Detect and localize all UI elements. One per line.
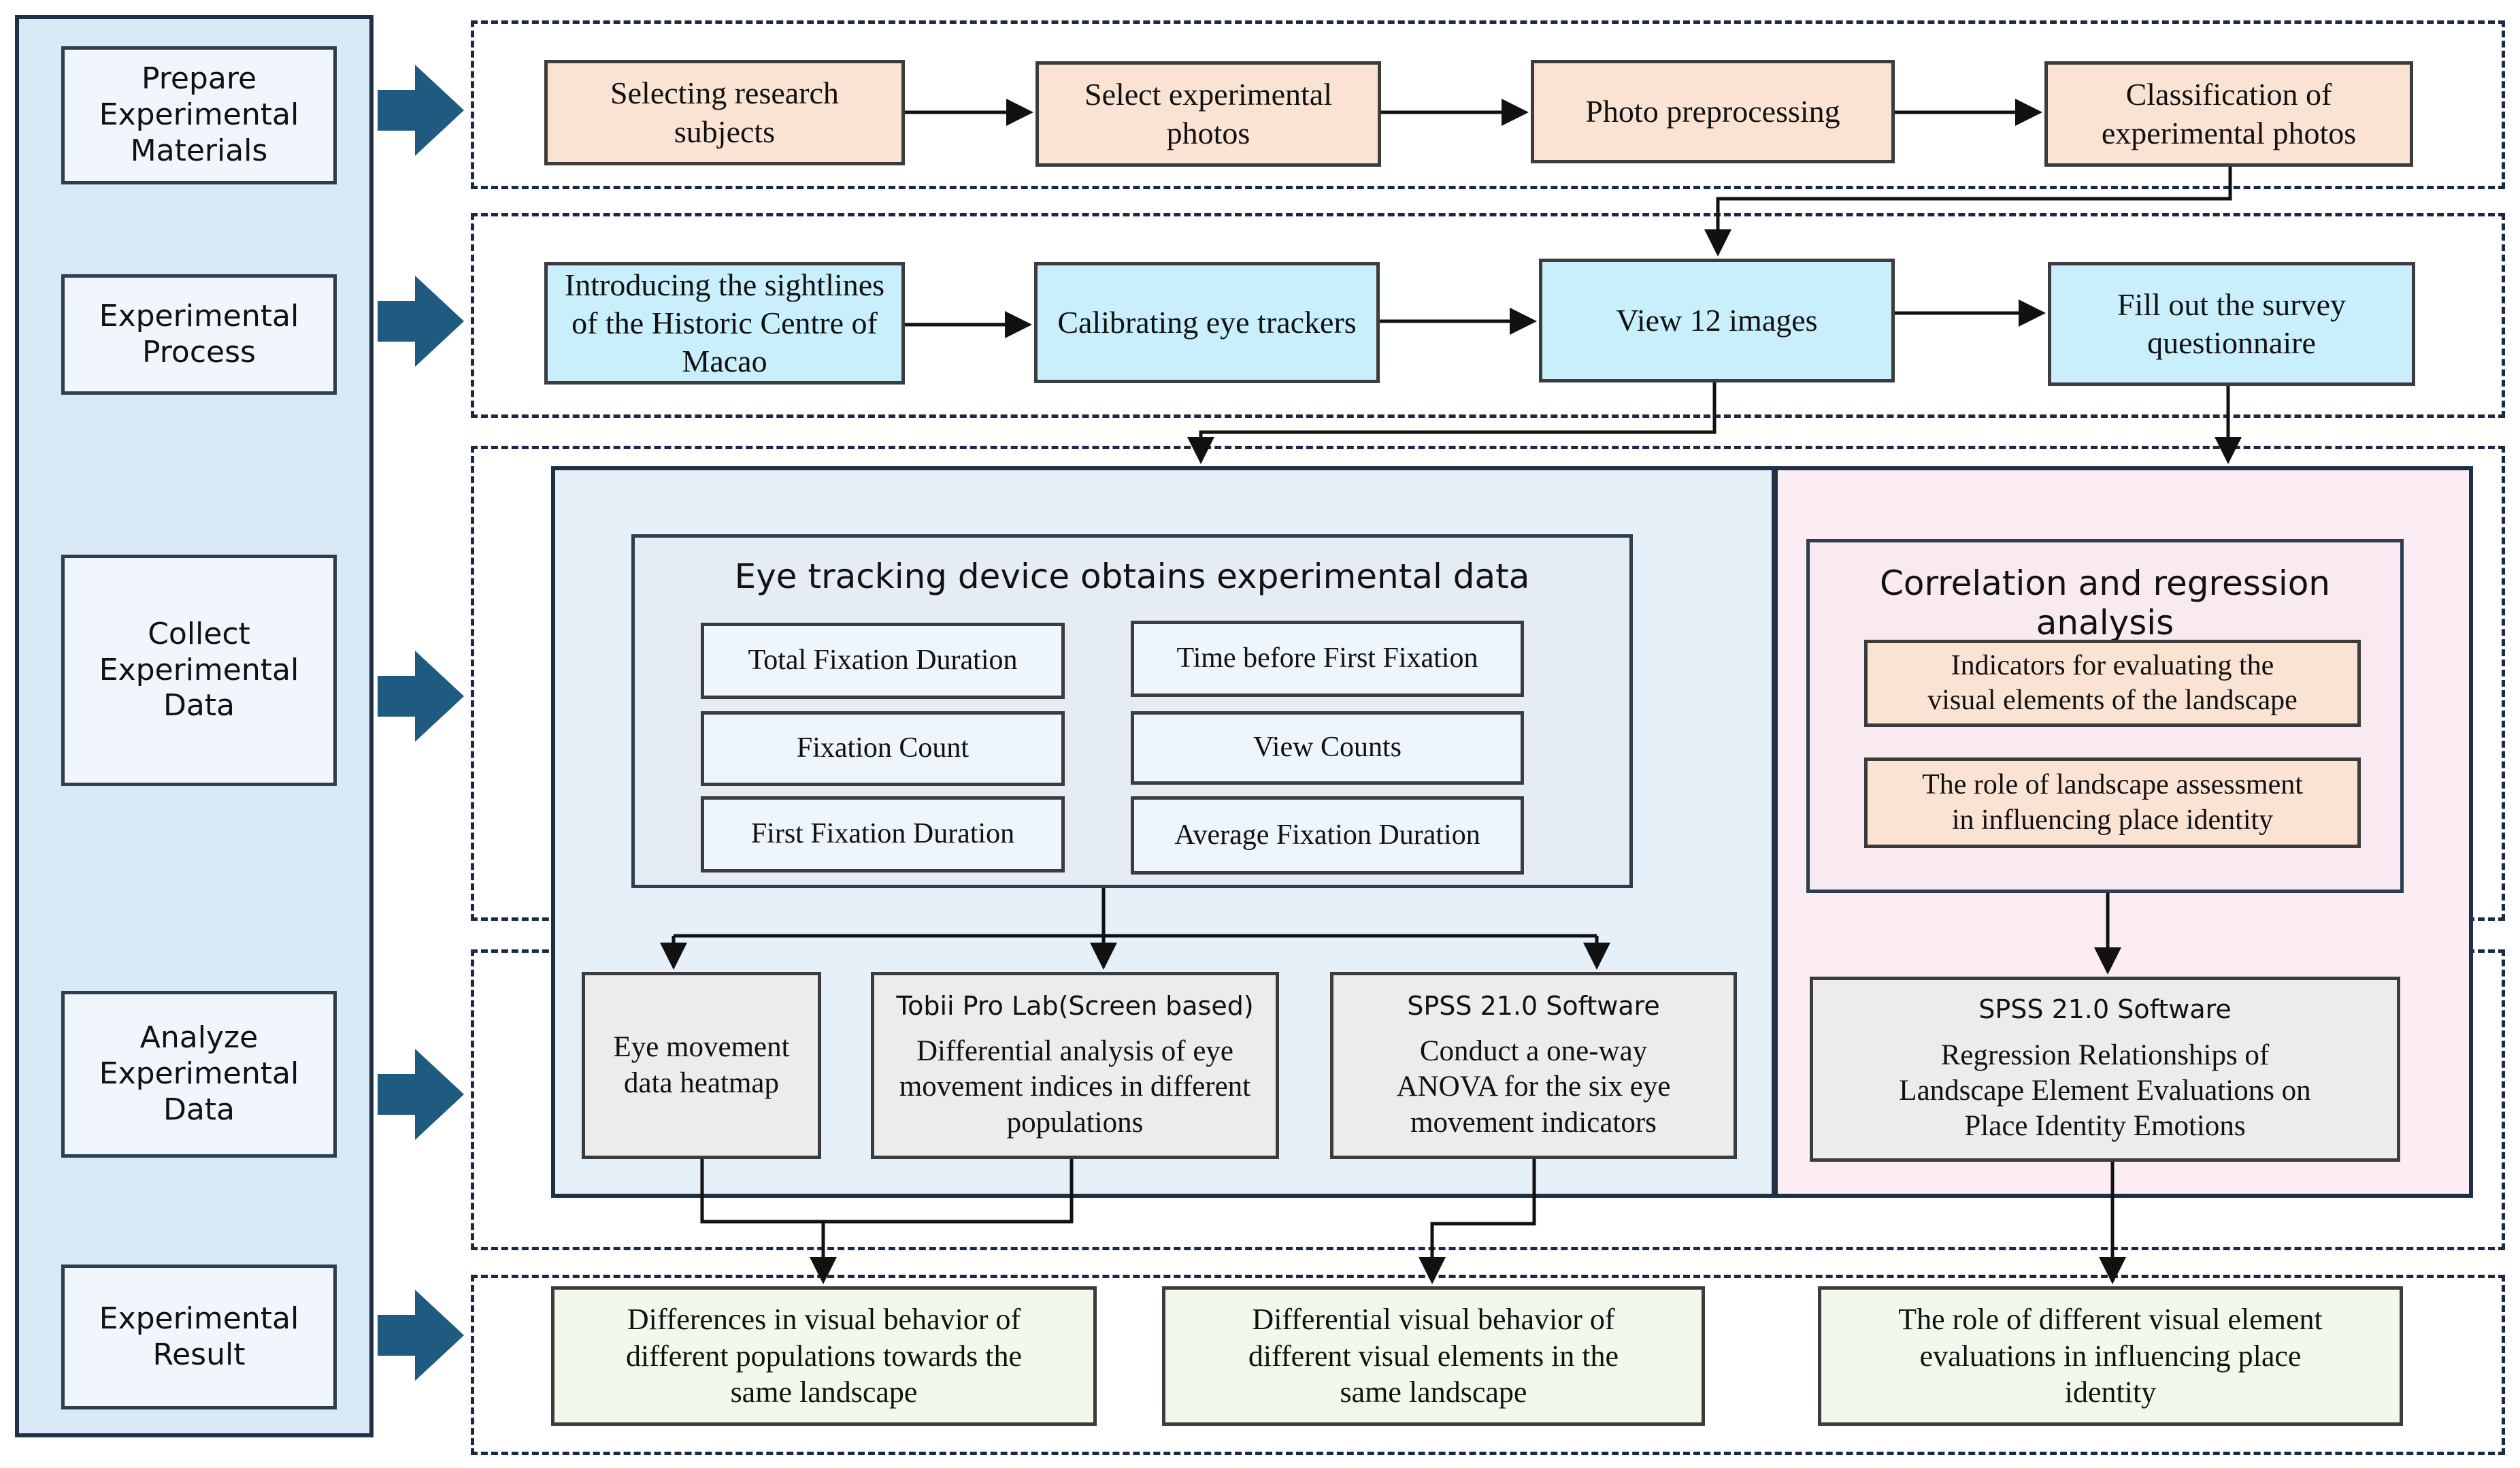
indicator-total-fixation-duration: Total Fixation Duration	[701, 623, 1065, 699]
selecting-research-subjects-box: Selecting research subjects	[544, 60, 905, 165]
block-arrow-analyze	[378, 1049, 464, 1140]
section-frame-prepare	[471, 20, 2505, 189]
block-arrow-prepare	[378, 65, 464, 156]
eye-movement-heatmap-box: Eye movement data heatmap	[582, 972, 821, 1159]
section-frame-process	[471, 213, 2505, 418]
connector-classification-view	[1704, 167, 2232, 257]
block-arrow-result	[378, 1290, 464, 1381]
connector-view-eyetracking	[1187, 382, 1717, 464]
indicator-time-before-first-fixation: Time before First Fixation	[1131, 621, 1524, 697]
block-arrow-process	[378, 276, 464, 367]
view-images-box: View 12 images	[1539, 259, 1895, 382]
spss-regression-title: SPSS 21.0 Software	[1978, 994, 2232, 1025]
indicator-average-fixation-duration: Average Fixation Duration	[1131, 796, 1524, 875]
evaluation-indicators-box: Indicators for evaluating the visual ele…	[1864, 640, 2361, 727]
connector-spss-result2	[1419, 1159, 1536, 1284]
eye-tracking-title: Eye tracking device obtains experimental…	[734, 557, 1530, 596]
landscape-assessment-role-box: The role of landscape assessment in infl…	[1864, 757, 2361, 848]
select-experimental-photos-box: Select experimental photos	[1035, 61, 1381, 167]
stage-experimental-result: Experimental Result	[61, 1265, 337, 1409]
indicator-first-fixation-duration: First Fixation Duration	[701, 796, 1065, 872]
stage-prepare-materials: Prepare Experimental Materials	[61, 46, 337, 184]
connector-heatmap-tobii-join	[700, 1159, 1074, 1224]
tobii-title: Tobii Pro Lab(Screen based)	[896, 990, 1254, 1021]
result-populations-box: Differences in visual behavior of differ…	[551, 1286, 1097, 1426]
stage-collect-data: Collect Experimental Data	[61, 555, 337, 786]
survey-questionnaire-box: Fill out the survey questionnaire	[2048, 262, 2415, 386]
result-visual-elements-box: Differential visual behavior of differen…	[1162, 1286, 1705, 1426]
section-frame-result	[471, 1275, 2505, 1455]
spss-anova-title: SPSS 21.0 Software	[1407, 990, 1660, 1021]
indicator-view-counts: View Counts	[1131, 711, 1524, 785]
tobii-pro-lab-box: Tobii Pro Lab(Screen based) Differential…	[871, 972, 1279, 1159]
spss-anova-box: SPSS 21.0 Software Conduct a one-way ANO…	[1330, 972, 1737, 1159]
result-place-identity-box: The role of different visual element eva…	[1818, 1286, 2403, 1426]
introducing-sightlines-box: Introducing the sightlines of the Histor…	[544, 262, 905, 385]
correlation-title: Correlation and regression analysis	[1879, 564, 2330, 642]
photo-preprocessing-box: Photo preprocessing	[1531, 60, 1895, 163]
block-arrow-collect	[378, 651, 464, 742]
stage-analyze-data: Analyze Experimental Data	[61, 991, 337, 1158]
calibrating-eye-trackers-box: Calibrating eye trackers	[1034, 262, 1380, 383]
stage-experimental-process: Experimental Process	[61, 274, 337, 395]
classification-photos-box: Classification of experimental photos	[2044, 61, 2413, 167]
spss-regression-box: SPSS 21.0 Software Regression Relationsh…	[1810, 977, 2400, 1162]
indicator-fixation-count: Fixation Count	[701, 711, 1065, 786]
